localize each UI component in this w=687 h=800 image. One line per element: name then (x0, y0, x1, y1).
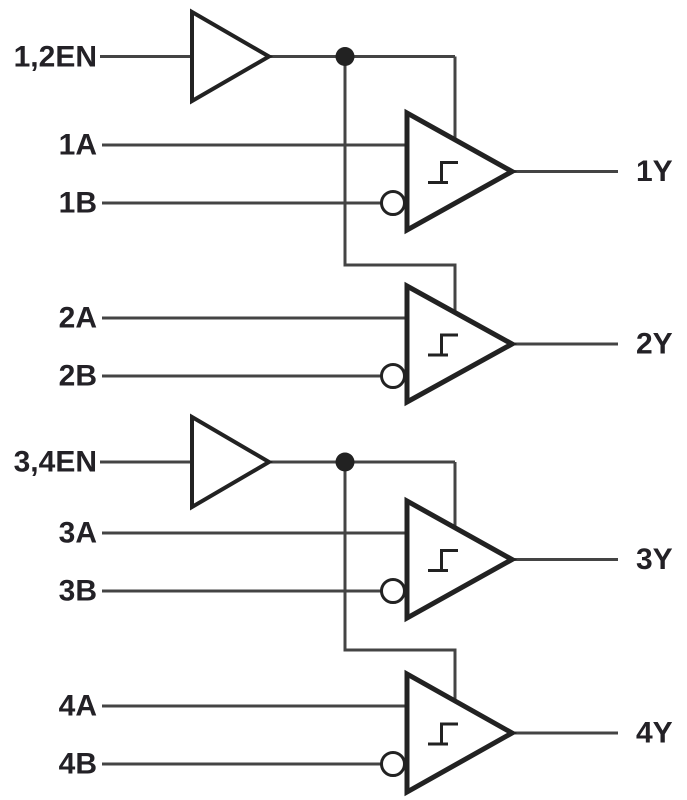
hysteresis-icon (428, 161, 458, 184)
junction-dot-12 (335, 47, 355, 66)
gate-2-triangle (404, 281, 518, 407)
label-1a: 1A (59, 129, 97, 162)
hysteresis-icon (428, 333, 458, 357)
enable-buffer-12 (190, 8, 273, 105)
invert-bubble-2b (380, 363, 406, 389)
label-4a: 4A (59, 690, 97, 723)
label-2y: 2Y (636, 328, 673, 361)
label-3b: 3B (59, 575, 97, 608)
label-1b: 1B (59, 187, 97, 220)
label-3a: 3A (59, 517, 97, 550)
label-en12: 1,2EN (14, 41, 97, 74)
wire-en34-to-gate4 (343, 462, 457, 703)
invert-bubble-4b (380, 751, 406, 777)
wire-en12-to-gate2 (343, 56, 457, 314)
enable-buffer-34 (190, 413, 273, 511)
gate-3 (102, 496, 618, 623)
gate-3-triangle (404, 496, 518, 623)
label-en34: 3,4EN (14, 446, 97, 479)
enable-network-34 (100, 460, 457, 703)
hysteresis-icon (428, 722, 458, 746)
label-2a: 2A (59, 302, 97, 335)
junction-dot-34 (335, 452, 355, 472)
invert-bubble-1b (380, 190, 406, 216)
labels: 1,2EN 1A 1B 1Y 2A 2B 2Y 3,4EN 3A 3B 3Y 4… (14, 41, 673, 781)
invert-bubble-3b (380, 578, 406, 604)
gate-4 (102, 669, 618, 797)
enable-network-12 (100, 55, 457, 314)
gate-1-triangle (404, 108, 518, 235)
gate-1 (102, 108, 618, 235)
label-3y: 3Y (636, 543, 673, 576)
gate-2 (102, 281, 618, 407)
gate-4-triangle (404, 669, 518, 797)
label-4y: 4Y (636, 717, 673, 750)
label-1y: 1Y (636, 155, 673, 188)
hysteresis-icon (428, 549, 458, 572)
label-4b: 4B (59, 748, 97, 781)
label-2b: 2B (59, 360, 97, 393)
